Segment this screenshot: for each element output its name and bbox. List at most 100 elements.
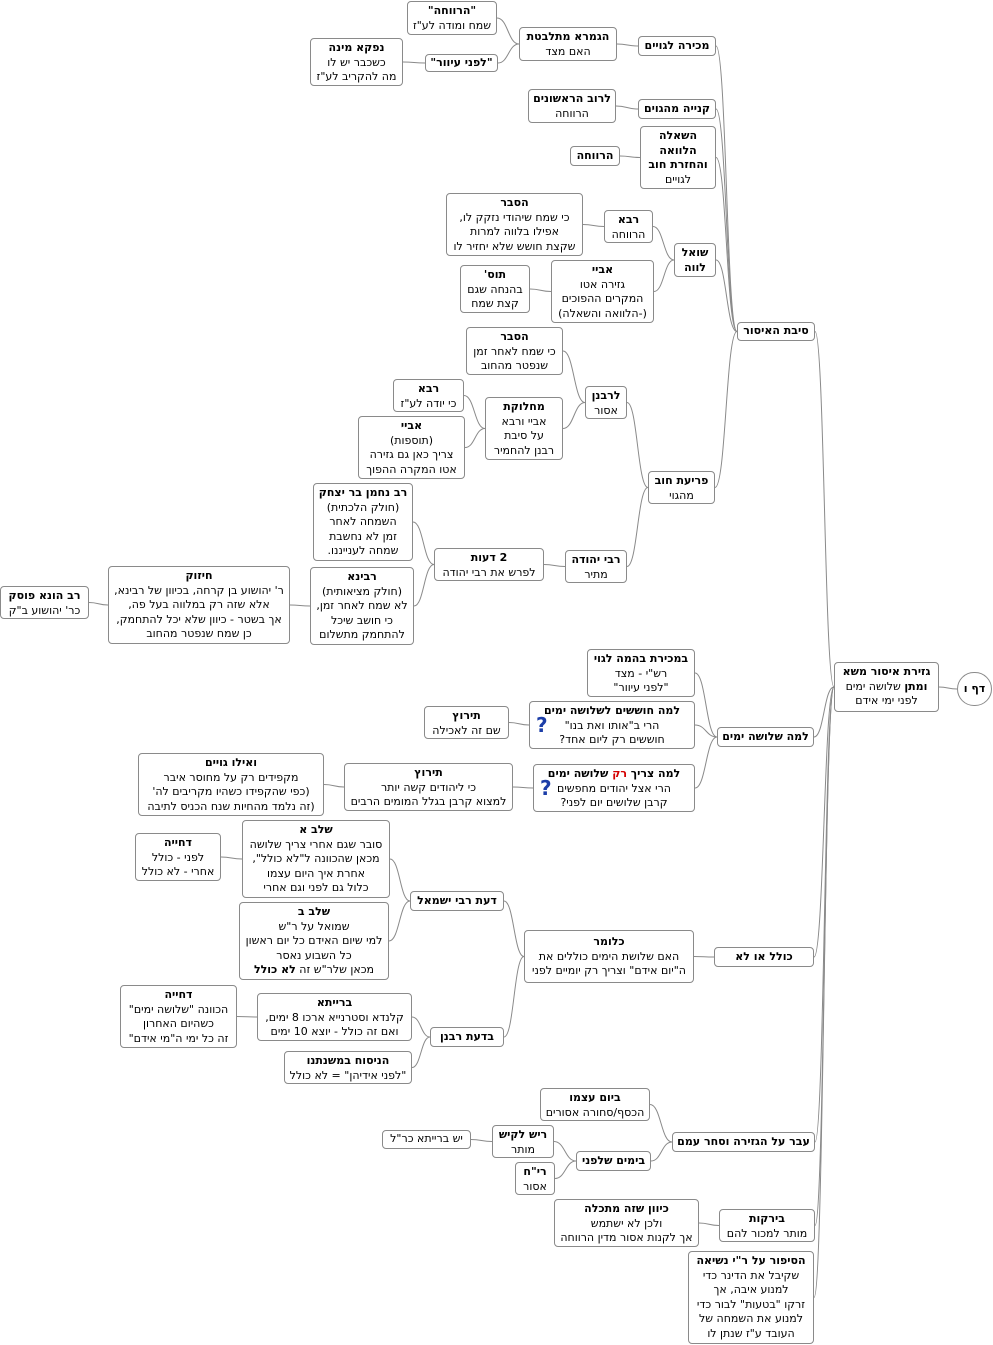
node-text: בהנחה שגם קצת שמח [467, 282, 523, 311]
node-title: שלושה ימים [547, 767, 613, 780]
node-text: מכאן שלר"ש זה [295, 963, 375, 977]
connector-shtei-ravNachman [412, 521, 435, 565]
node-title: ואילו גויים [204, 756, 258, 769]
node-text: שמח ומודה לע"ז [412, 18, 492, 32]
connector-lifnei-nafka [402, 61, 426, 64]
node-title: עבר על הגזירה וסחר עמם [677, 1135, 810, 1148]
connector-braita-dchiya2 [236, 1016, 258, 1018]
node-text: שם זה לאכילה [432, 723, 501, 737]
connector-shlavA-dchiya1 [220, 856, 243, 860]
connector-lerabanan-machloket [562, 402, 586, 429]
node-title: כלומר [593, 935, 625, 948]
root-node-daf: דף ו [957, 672, 992, 706]
node-title: רב הונא פוסק [8, 589, 81, 602]
node-tosfot: תוס'בהנחה שגם קצת שמח [460, 265, 530, 313]
connector-rYehuda-shtei [543, 564, 566, 567]
node-avar-al-hagzeira: עבר על הגזירה וסחר עמם [672, 1132, 815, 1152]
node-text: האם שלושת הימים כוללים את ה"יום אידם" וצ… [532, 949, 686, 978]
node-text: כי שמח לאחר זמן שנפטר מהחוב [473, 344, 556, 373]
connector-shtei-ravina [413, 564, 435, 607]
node-sibat-haisur: סיבת האיסור [737, 322, 815, 341]
node-title: "לפני עיוור" [430, 56, 493, 69]
node-title: דעת רבי ישמאל [417, 894, 497, 907]
node-text: גזירה אטו המקרים ההפוכים (-הלוואה והשאלה… [558, 277, 647, 320]
connector-daatRY-shlavB [388, 900, 411, 942]
node-title: תירוץ [452, 709, 481, 722]
node-title: אביי [400, 419, 423, 432]
node-title: רב נחמן בר יצחק [318, 486, 408, 499]
node-mechira: מכירה לגויים [638, 36, 716, 56]
node-title: ריש לקיש [498, 1128, 548, 1141]
node-text: מתיר [584, 567, 608, 581]
node-title: סיבת האיסור [743, 324, 809, 337]
node-title: "הרווחה" [427, 4, 477, 17]
node-text: יש ברייתא כר"ל [390, 1132, 463, 1145]
connector-lamaRak-terutz2 [512, 786, 534, 789]
node-title: דחייה [164, 988, 193, 1001]
node-text: אביי ורבא על סיבת רבנן להחמיר [493, 414, 555, 457]
node-title: ביום עצמו [569, 1091, 621, 1104]
node-beyamim-shelifnei: בימים שלפני [576, 1151, 651, 1171]
connector-klomar-daatRY [503, 900, 525, 957]
node-text: אסור [594, 403, 618, 417]
node-rav-nachman: רב נחמן בר יצחק(חולק הלכתית) השמחה לאחר … [313, 483, 413, 561]
node-text: מותר למכור להם [726, 1226, 808, 1240]
connector-kniya-lerov [615, 105, 639, 110]
node-text: ר' יהושוע בן קרחה, בכיוון של רבינא, אלא … [114, 583, 284, 641]
node-title: למה צריך [626, 767, 681, 780]
node-lama-tzarich-rak: למה צריך רק שלושה ימים הרי אצל יהודים מח… [533, 764, 695, 812]
node-title: למה שלושה ימים [722, 730, 809, 743]
connector-machloket-abaye2 [464, 428, 486, 448]
connector-chizuk-ravHuna [88, 602, 109, 606]
node-ravina: רבינא(חולק מציאותית) לא שמח לאחר זמן, כי… [310, 567, 414, 645]
node-text: לפרש את רבי יהודה [442, 565, 536, 579]
node-text-bold: לא כולל [253, 963, 296, 977]
node-text: הרווחה [611, 227, 646, 241]
node-yesh-braita: יש ברייתא כר"ל [382, 1130, 471, 1149]
node-title: למה חוששים לשלושה ימים [544, 704, 680, 717]
node-text: שמואל על ר"ש למי שיום האידם כל יום ראשון… [245, 919, 383, 962]
connector-reshLakish-yesh [470, 1139, 493, 1142]
node-text: כי שמח שיהודי נזקק לו, אפילו בלווה למרות… [453, 210, 576, 253]
node-text: אסור [523, 1179, 547, 1193]
node-text: הכסף/סחורה אסורים [545, 1105, 645, 1119]
node-title: גזירת איסור משא [842, 665, 931, 678]
node-text: מקפידים רק על מחוסר איבר (כפי שהקפידו כש… [147, 770, 315, 813]
node-bedaat-rabanan: בדעת רבנן [430, 1027, 504, 1047]
connector-gzeira-sipur [813, 686, 835, 1298]
node-text: הרווחה [555, 106, 589, 120]
node-text: מהגוי [669, 488, 694, 502]
node-title: רבא [617, 213, 640, 226]
node-text: כי ליהודים קשה יותר למצוא קרבן בגלל המומ… [350, 780, 507, 809]
node-title: בירקות [749, 1212, 785, 1225]
connector-mechira-gemara [616, 43, 639, 47]
connector-bedaat-nusach [411, 1036, 431, 1068]
node-title: לרוב הראשונים [533, 92, 611, 105]
connector-rava1-hesber1 [582, 224, 605, 227]
connector-lama3-lamaRak [694, 736, 718, 789]
node-title: תירוץ [414, 766, 443, 779]
connector-kolel-klomar [693, 956, 715, 958]
node-title: ברייתא [316, 996, 353, 1009]
node-title: הסבר [500, 196, 529, 209]
node-title: הגמרא מתלבטת [526, 30, 610, 43]
node-title: מכירה לגויים [644, 39, 710, 52]
node-title: רבי יהודה [571, 553, 621, 566]
node-text: כשכבר יש לו מה להקריב לע"ז [316, 55, 397, 84]
connector-daatRY-shlavA [389, 858, 411, 902]
node-title: כולל או לא כולל? [735, 950, 793, 966]
